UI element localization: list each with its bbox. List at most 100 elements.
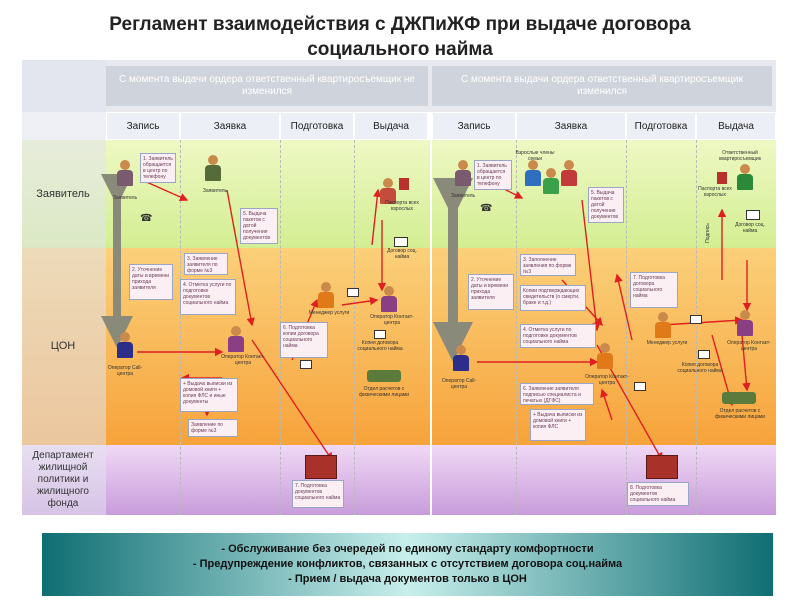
- header-right: С момента выдачи ордера ответственный кв…: [432, 66, 772, 106]
- column-header-zayavka-1: Заявка: [180, 112, 280, 140]
- note-left-5: 5. Выдача пакетов с датой получения доку…: [240, 208, 278, 244]
- flow-arrows: [101, 174, 752, 462]
- note-left-9: Заявление по форме №3: [188, 419, 238, 437]
- manager-figure: [315, 282, 337, 314]
- contract-sign-caption: Договор соц. найма: [387, 248, 417, 260]
- column-divider: [180, 140, 181, 515]
- printer-icon-3: [300, 360, 312, 369]
- operator-contact-caption-right: Оператор Контакт-центра: [585, 374, 629, 386]
- applicant-caption: Заявитель: [112, 195, 138, 201]
- phone-icon-right: ☎: [480, 203, 493, 214]
- applicant-figure-right: [452, 160, 474, 192]
- note-right-8: + Выдача выписки из домовой книги + копи…: [530, 409, 586, 441]
- column-header-zapis-1: Запись: [106, 112, 180, 140]
- note-left-7: 7. Подготовка документов социального най…: [292, 480, 344, 508]
- footer-line-2: - Предупреждение конфликтов, связанных с…: [192, 558, 623, 570]
- folder-icon: [399, 178, 409, 190]
- passport-caption-right: Паспорта всех взрослых: [698, 186, 732, 198]
- signature-caption: Подпись: [705, 223, 711, 243]
- building-icon-right: [646, 455, 678, 479]
- lane-label-column: [22, 60, 106, 515]
- lane-label-applicant: Заявитель: [36, 187, 90, 200]
- page-title: Регламент взаимодействия с ДЖПиЖФ при вы…: [0, 12, 800, 62]
- column-header-zapis-2: Запись: [432, 112, 516, 140]
- operator-call-figure-right: [450, 345, 472, 377]
- applicant-figure: [114, 160, 136, 192]
- document-icon: [394, 237, 408, 247]
- note-right-6: 5. Выдача пакетов с датой получения доку…: [588, 187, 624, 223]
- note-right-10: 8. Подготовка документов социального най…: [627, 482, 689, 506]
- document-icon-right: [746, 210, 760, 220]
- column-divider: [354, 140, 355, 515]
- process-diagram: С момента выдачи ордера ответственный кв…: [22, 60, 776, 515]
- note-right-7: 6. Заявление заявителя подписью специали…: [520, 383, 594, 405]
- manager-figure-right: [652, 312, 674, 344]
- phone-icon: ☎: [140, 213, 153, 224]
- footer-line-1: - Обслуживание без очередей по единому с…: [221, 543, 594, 555]
- operator-contact-caption: Оператор Контакт-центра: [221, 354, 265, 366]
- note-left-3: 3. Заявление заявителя по форме №3: [184, 253, 228, 275]
- note-right-5: 4. Отметка услуги по подготовке документ…: [520, 324, 596, 348]
- family-figure-2: [540, 168, 562, 200]
- benefits-footer: - Обслуживание без очередей по единому с…: [42, 533, 773, 596]
- column-header-podgotovka-2: Подготовка: [626, 112, 696, 140]
- note-right-9: 7. Подготовка договора социального найма: [630, 272, 678, 308]
- team-icon-right: [722, 392, 756, 404]
- operator-call-caption: Оператор Call-центра: [107, 365, 143, 377]
- note-left-6: 6. Подготовка копии договора социального…: [280, 322, 328, 358]
- tenant-figure: [734, 164, 756, 196]
- passport-caption: Паспорта всех взрослых: [385, 200, 419, 212]
- printer-icon-right-3: [698, 350, 710, 359]
- note-left-4: 4. Отметка услуги по подготовке документ…: [180, 279, 236, 315]
- column-header-vydacha-2: Выдача: [696, 112, 776, 140]
- folder-icon-right: [717, 172, 727, 184]
- printer-icon-right: [634, 382, 646, 391]
- printer-icon-2: [374, 330, 386, 339]
- building-icon: [305, 455, 337, 479]
- family-figure-3: [558, 160, 580, 192]
- column-header-podgotovka-1: Подготовка: [280, 112, 354, 140]
- lane-label-department: Департамент жилищной политики и жилищног…: [32, 450, 94, 509]
- team-icon: [367, 370, 401, 382]
- operator-contact-caption-2: Оператор Контакт-центра: [370, 314, 414, 326]
- printer-icon: [347, 288, 359, 297]
- operator-contact-caption-right-2: Оператор Контакт-центра: [727, 340, 771, 352]
- title-line-1: Регламент взаимодействия с ДЖПиЖФ при вы…: [109, 14, 691, 35]
- note-left-1: 1. Заявитель обращается в центр по телеф…: [140, 153, 176, 183]
- dept-payment-caption-right: Отдел расчетов с физическими лицами: [714, 408, 766, 420]
- lane-label-cpn: ЦОН: [50, 340, 76, 352]
- contract-sign-caption-right: Договор соц. найма: [735, 222, 765, 234]
- note-left-8: + Выдача выписки из домовой книги + копи…: [180, 378, 238, 412]
- note-left-2: 2. Уточнение даты и времени прихода заяв…: [129, 264, 173, 300]
- dept-payment-caption: Отдел расчетов с физическими лицами: [358, 386, 410, 398]
- title-line-2: социального найма: [307, 39, 493, 60]
- manager-caption: Менеджер услуги: [308, 310, 350, 316]
- column-divider: [430, 140, 432, 515]
- operator-call-caption-right: Оператор Call-центра: [441, 378, 477, 390]
- operator-contact-figure-2: [378, 286, 400, 318]
- applicant-caption-right: Заявитель: [450, 193, 476, 199]
- responsible-tenant-caption: Ответственный квартиросъемщик: [719, 150, 761, 162]
- header-left: С момента выдачи ордера ответственный кв…: [106, 66, 428, 106]
- note-right-1: 1. Заявитель обращается в центр по телеф…: [474, 160, 512, 190]
- footer-line-3: - Прием / выдача документов только в ЦОН: [288, 573, 527, 585]
- column-header-vydacha-1: Выдача: [354, 112, 428, 140]
- note-right-4: Копии подтверждающих свидетельств (о сме…: [520, 285, 586, 311]
- printer-icon-right-2: [690, 315, 702, 324]
- column-divider: [516, 140, 517, 515]
- operator-contact-figure-right: [594, 343, 616, 375]
- note-right-3: 3. Заполнение заявления по форме №3: [520, 254, 576, 276]
- applicant-figure-3: [377, 178, 399, 210]
- note-right-2: 2. Уточнение даты и времени прихода заяв…: [468, 274, 514, 310]
- contract-copy-caption: Копия договора социального найма: [357, 340, 403, 352]
- operator-contact-figure: [225, 326, 247, 358]
- applicant-figure-2: [202, 155, 224, 187]
- contract-copy-caption-right: Копия договора социального найма: [677, 362, 723, 374]
- column-divider: [626, 140, 627, 515]
- operator-contact-figure-right-2: [734, 310, 756, 342]
- applicant-caption-2: Заявитель: [202, 188, 228, 194]
- column-divider: [696, 140, 697, 515]
- family-figure-1: [522, 160, 544, 192]
- manager-caption-right: Менеджер услуги: [646, 340, 688, 346]
- operator-call-figure: [114, 332, 136, 364]
